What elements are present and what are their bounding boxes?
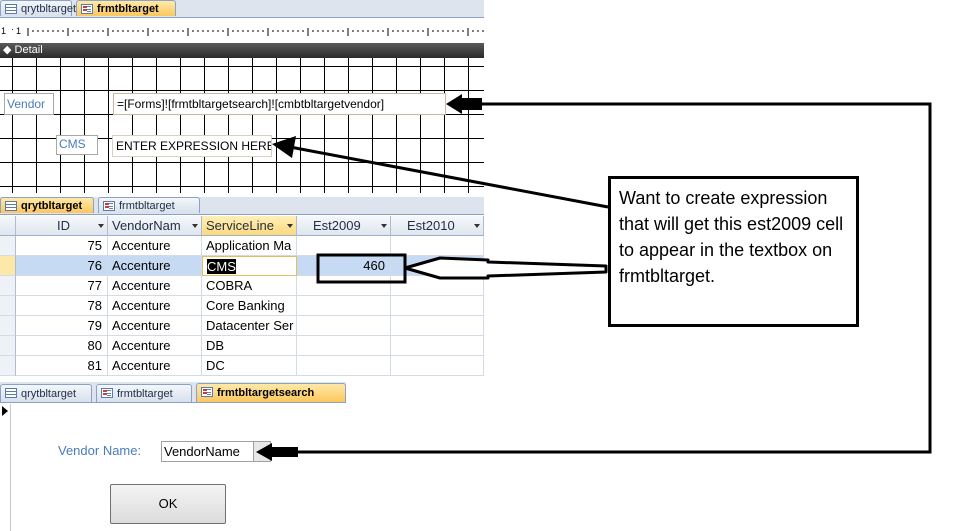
dropdown-arrow-icon bbox=[98, 224, 104, 228]
row-selector[interactable] bbox=[0, 276, 16, 296]
cell-est2010[interactable] bbox=[391, 356, 484, 376]
query-icon bbox=[5, 201, 17, 211]
cell-id[interactable]: 75 bbox=[16, 236, 108, 256]
column-header-est2009[interactable]: Est2009 bbox=[297, 216, 391, 236]
cell-serviceline[interactable]: DC bbox=[202, 356, 297, 376]
cell-vendorname[interactable]: Accenture bbox=[108, 256, 202, 276]
tab-label: frmtbltarget bbox=[117, 388, 173, 400]
cell-serviceline[interactable]: COBRA bbox=[202, 276, 297, 296]
vendor-name-label: Vendor Name: bbox=[58, 443, 142, 458]
cell-serviceline[interactable]: Application Ma bbox=[202, 236, 297, 256]
column-header-serviceline[interactable]: ServiceLine bbox=[202, 216, 297, 236]
tab-qrytbltarget-bottom[interactable]: qrytbltarget bbox=[0, 384, 92, 402]
query-icon bbox=[5, 388, 17, 398]
cell-est2009[interactable] bbox=[297, 316, 391, 336]
form-icon bbox=[201, 387, 213, 397]
tab-label: qrytbltarget bbox=[21, 200, 83, 212]
tab-label: frmtbltarget bbox=[119, 200, 175, 212]
row-selector[interactable] bbox=[0, 316, 16, 336]
dropdown-arrow-icon bbox=[381, 224, 387, 228]
cell-vendorname[interactable]: Accenture bbox=[108, 356, 202, 376]
cell-est2010[interactable] bbox=[391, 336, 484, 356]
cell-id[interactable]: 77 bbox=[16, 276, 108, 296]
cell-vendorname[interactable]: Accenture bbox=[108, 276, 202, 296]
cell-id[interactable]: 78 bbox=[16, 296, 108, 316]
annotation-callout: Want to create expression that will get … bbox=[608, 176, 859, 327]
cell-est2009[interactable] bbox=[297, 296, 391, 316]
cell-serviceline[interactable]: Datacenter Ser bbox=[202, 316, 297, 336]
ruler-ticks: 1·1 bbox=[1, 24, 484, 36]
tab-label: qrytbltarget bbox=[21, 388, 77, 400]
column-header-est2010[interactable]: Est2010 bbox=[391, 216, 484, 236]
vendor-expression-textbox[interactable]: =[Forms]![frmtbltargetsearch]![cmbtbltar… bbox=[113, 93, 446, 115]
cell-serviceline[interactable]: DB bbox=[202, 336, 297, 356]
cell-est2010[interactable] bbox=[391, 236, 484, 256]
cell-vendorname[interactable]: Accenture bbox=[108, 336, 202, 356]
cms-expression-textbox[interactable]: ENTER EXPRESSION HERE bbox=[112, 135, 272, 157]
svg-text:·: · bbox=[11, 24, 14, 34]
combobox-dropdown-button[interactable] bbox=[253, 442, 270, 461]
form-icon bbox=[101, 388, 113, 398]
cell-id[interactable]: 80 bbox=[16, 336, 108, 356]
row-selector[interactable] bbox=[0, 236, 16, 256]
column-header-id[interactable]: ID bbox=[16, 216, 108, 236]
selected-text: CMS bbox=[207, 259, 236, 274]
detail-section-bar[interactable]: ◆ Detail bbox=[0, 43, 484, 58]
cell-serviceline[interactable]: CMS bbox=[202, 256, 297, 276]
cell-est2009[interactable] bbox=[297, 336, 391, 356]
dropdown-arrow-icon bbox=[287, 224, 293, 228]
record-selector[interactable] bbox=[0, 404, 11, 531]
section-label: Detail bbox=[14, 44, 43, 56]
cell-id[interactable]: 76 bbox=[16, 256, 108, 276]
vendor-label-control[interactable]: Vendor bbox=[4, 93, 54, 115]
cell-est2009[interactable] bbox=[297, 356, 391, 376]
cell-vendorname[interactable]: Accenture bbox=[108, 296, 202, 316]
vendor-name-value: VendorName bbox=[164, 444, 240, 459]
vendor-name-combobox[interactable]: VendorName bbox=[161, 441, 271, 462]
tab-qrytbltarget-top[interactable]: qrytbltarget bbox=[0, 0, 76, 16]
cell-est2010[interactable] bbox=[391, 296, 484, 316]
cell-est2010[interactable] bbox=[391, 256, 484, 276]
cms-label-control[interactable]: CMS bbox=[56, 135, 98, 155]
form-design-grid[interactable] bbox=[0, 58, 484, 193]
cell-id[interactable]: 81 bbox=[16, 356, 108, 376]
tab-frmtbltargetsearch[interactable]: frmtbltargetsearch bbox=[196, 383, 346, 402]
query-icon bbox=[5, 4, 17, 14]
cell-id[interactable]: 79 bbox=[16, 316, 108, 336]
svg-text:1: 1 bbox=[16, 26, 21, 36]
tab-label: frmtbltargetsearch bbox=[217, 387, 315, 399]
record-pointer-icon bbox=[2, 406, 8, 416]
column-header-vendorname[interactable]: VendorNam bbox=[108, 216, 202, 236]
tab-label: frmtbltarget bbox=[97, 3, 159, 15]
horizontal-ruler: 1·1 bbox=[0, 18, 484, 42]
cell-serviceline[interactable]: Core Banking bbox=[202, 296, 297, 316]
tab-qrytbltarget-mid[interactable]: qrytbltarget bbox=[0, 197, 94, 213]
cell-est2010[interactable] bbox=[391, 276, 484, 296]
svg-text:1: 1 bbox=[1, 26, 6, 36]
form-icon bbox=[103, 201, 115, 211]
row-selector[interactable] bbox=[0, 336, 16, 356]
dropdown-arrow-icon bbox=[192, 224, 198, 228]
ok-button[interactable]: OK bbox=[110, 484, 226, 524]
row-selector[interactable] bbox=[0, 356, 16, 376]
cell-vendorname[interactable]: Accenture bbox=[108, 236, 202, 256]
cell-est2009[interactable]: 460 bbox=[297, 256, 391, 276]
row-selector-header[interactable] bbox=[0, 216, 16, 236]
tab-label: qrytbltarget bbox=[21, 3, 77, 15]
row-selector[interactable] bbox=[0, 296, 16, 316]
collapse-icon: ◆ bbox=[3, 44, 12, 56]
tab-frmtbltarget-bottom[interactable]: frmtbltarget bbox=[96, 384, 192, 402]
cell-est2009[interactable] bbox=[297, 236, 391, 256]
cell-est2010[interactable] bbox=[391, 316, 484, 336]
form-icon bbox=[81, 4, 93, 14]
cell-vendorname[interactable]: Accenture bbox=[108, 316, 202, 336]
cell-est2009[interactable] bbox=[297, 276, 391, 296]
row-selector[interactable] bbox=[0, 256, 16, 276]
search-form-body bbox=[0, 404, 485, 531]
tab-frmtbltarget-mid[interactable]: frmtbltarget bbox=[98, 197, 200, 213]
tab-frmtbltarget-top[interactable]: frmtbltarget bbox=[76, 0, 176, 16]
query-datasheet[interactable]: ID VendorNam ServiceLine Est2009 Est2010… bbox=[0, 216, 484, 378]
dropdown-arrow-icon bbox=[474, 224, 480, 228]
